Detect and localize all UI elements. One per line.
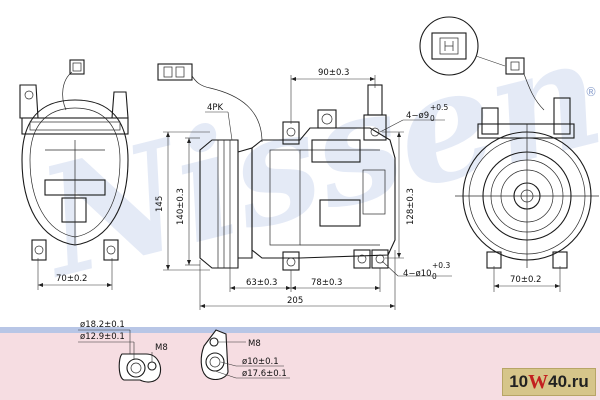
left-port-outer-dia-label: ø18.2±0.1 — [80, 320, 125, 330]
right-view-width-label: 70±0.2 — [510, 275, 541, 285]
top-span-dimension: 90±0.3 — [290, 68, 376, 124]
right-height-dimension: 128±0.3 — [382, 131, 416, 259]
right-height-label: 128±0.3 — [406, 188, 416, 225]
overall-height-label: 145 — [155, 196, 165, 212]
bottom-holes-callout: 4−ø10 +0.3 0 — [381, 260, 452, 281]
left-end-view — [19, 59, 129, 261]
right-port-outer-dia-label: ø17.6±0.1 — [242, 369, 287, 379]
right-port-thread-label: M8 — [248, 339, 261, 349]
right-end-view — [455, 73, 599, 269]
bottom-holes-label: 4−ø10 — [403, 269, 432, 279]
bottom-left-span-label: 63±0.3 — [246, 278, 277, 288]
inner-height-dimension: 140±0.3 — [176, 137, 200, 266]
right-port-inner-dia-label: ø10±0.1 — [242, 357, 279, 367]
pulley-type-callout: 4PK — [205, 103, 233, 141]
bottom-span-dimensions: 63±0.3 78±0.3 — [229, 268, 381, 292]
inner-height-label: 140±0.3 — [176, 188, 186, 225]
left-view-width-dimension: 70±0.2 — [37, 258, 113, 290]
pulley-type-label: 4PK — [207, 103, 224, 113]
top-holes-tol-plus: +0.5 — [430, 103, 448, 112]
footer-band — [0, 330, 600, 400]
top-holes-tol-base: 0 — [430, 114, 435, 123]
bottom-holes-tol-base: 0 — [432, 272, 437, 281]
top-holes-callout: 4−ø9 +0.5 0 — [379, 103, 448, 133]
bottom-holes-tol-plus: +0.3 — [432, 261, 450, 270]
port-detail-left: ø18.2±0.1 ø12.9±0.1 M8 — [78, 320, 168, 383]
overall-length-dimension: 205 — [199, 250, 396, 310]
overall-length-label: 205 — [287, 296, 303, 306]
registered-mark: ® — [585, 85, 597, 99]
overall-height-dimension: 145 — [155, 131, 210, 271]
top-holes-label: 4−ø9 — [406, 111, 429, 121]
left-view-width-label: 70±0.2 — [56, 274, 87, 284]
site-logo-suffix: 40.ru — [548, 372, 589, 391]
main-side-view — [157, 63, 396, 271]
port-detail-right: M8 ø10±0.1 ø17.6±0.1 — [200, 329, 290, 381]
left-port-inner-dia-label: ø12.9±0.1 — [80, 332, 125, 342]
connector-detail — [419, 16, 525, 76]
brand-watermark-text: Nissens — [21, 0, 600, 312]
site-logo-prefix: 10 — [509, 372, 529, 391]
bottom-right-span-label: 78±0.3 — [311, 278, 342, 288]
left-port-thread-label: M8 — [155, 343, 168, 353]
site-logo-letter: W — [528, 370, 549, 393]
right-view-width-dimension: 70±0.2 — [493, 266, 561, 292]
top-span-label: 90±0.3 — [318, 68, 349, 78]
brand-watermark: Nissens ® — [21, 0, 600, 312]
